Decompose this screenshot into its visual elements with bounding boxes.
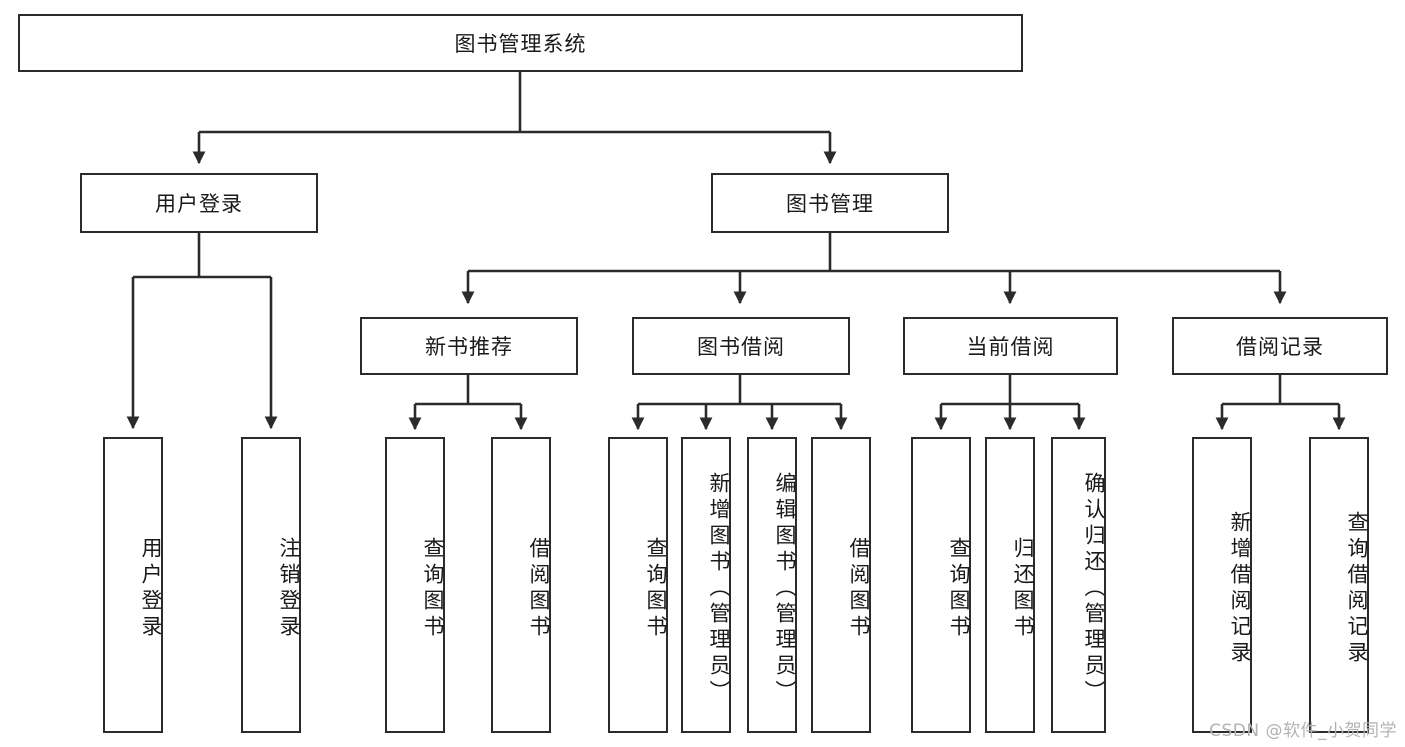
node-label: 查询图书 bbox=[421, 537, 445, 641]
csdn-watermark: CSDN @软件_小贺同学 bbox=[1209, 721, 1397, 741]
node-label: 用户登录 bbox=[139, 537, 163, 641]
leaf-return-book[interactable]: 归还图书 bbox=[985, 437, 1035, 733]
node-label: 注销登录 bbox=[277, 537, 301, 641]
node-label: 编辑图书（管理员） bbox=[773, 472, 797, 706]
leaf-query-book-borrow[interactable]: 查询图书 bbox=[608, 437, 668, 733]
node-current-borrow[interactable]: 当前借阅 bbox=[903, 317, 1118, 375]
node-label: 用户登录 bbox=[155, 192, 243, 216]
node-label: 新增借阅记录 bbox=[1228, 511, 1252, 667]
leaf-borrow-book-recommendation[interactable]: 借阅图书 bbox=[491, 437, 551, 733]
leaf-user-login[interactable]: 用户登录 bbox=[103, 437, 163, 733]
node-label: 新增图书（管理员） bbox=[707, 472, 731, 706]
leaf-add-borrow-record[interactable]: 新增借阅记录 bbox=[1192, 437, 1252, 733]
node-borrow-record[interactable]: 借阅记录 bbox=[1172, 317, 1388, 375]
leaf-query-book-current[interactable]: 查询图书 bbox=[911, 437, 971, 733]
node-label: 图书借阅 bbox=[697, 335, 785, 359]
node-label: 当前借阅 bbox=[966, 335, 1055, 359]
leaf-edit-book-admin[interactable]: 编辑图书（管理员） bbox=[747, 437, 797, 733]
node-label: 归还图书 bbox=[1011, 537, 1035, 641]
leaf-query-book-recommendation[interactable]: 查询图书 bbox=[385, 437, 445, 733]
node-label: 图书管理系统 bbox=[454, 32, 587, 56]
leaf-add-book-admin[interactable]: 新增图书（管理员） bbox=[681, 437, 731, 733]
node-root-book-management-system[interactable]: 图书管理系统 bbox=[18, 14, 1023, 72]
node-label: 查询图书 bbox=[947, 537, 971, 641]
node-book-manage[interactable]: 图书管理 bbox=[711, 173, 949, 233]
node-user-login[interactable]: 用户登录 bbox=[80, 173, 318, 233]
node-label: 借阅图书 bbox=[847, 537, 871, 641]
node-label: 查询图书 bbox=[644, 537, 668, 641]
node-new-book-recommendation[interactable]: 新书推荐 bbox=[360, 317, 578, 375]
node-book-borrow[interactable]: 图书借阅 bbox=[632, 317, 850, 375]
node-label: 新书推荐 bbox=[425, 335, 513, 359]
leaf-borrow-book[interactable]: 借阅图书 bbox=[811, 437, 871, 733]
node-label: 图书管理 bbox=[786, 192, 874, 216]
node-label: 查询借阅记录 bbox=[1345, 511, 1369, 667]
node-label: 借阅图书 bbox=[527, 537, 551, 641]
leaf-confirm-return-admin[interactable]: 确认归还（管理员） bbox=[1051, 437, 1106, 733]
node-label: 确认归还（管理员） bbox=[1082, 472, 1106, 706]
leaf-query-borrow-record[interactable]: 查询借阅记录 bbox=[1309, 437, 1369, 733]
node-label: 借阅记录 bbox=[1236, 335, 1324, 359]
leaf-logout[interactable]: 注销登录 bbox=[241, 437, 301, 733]
